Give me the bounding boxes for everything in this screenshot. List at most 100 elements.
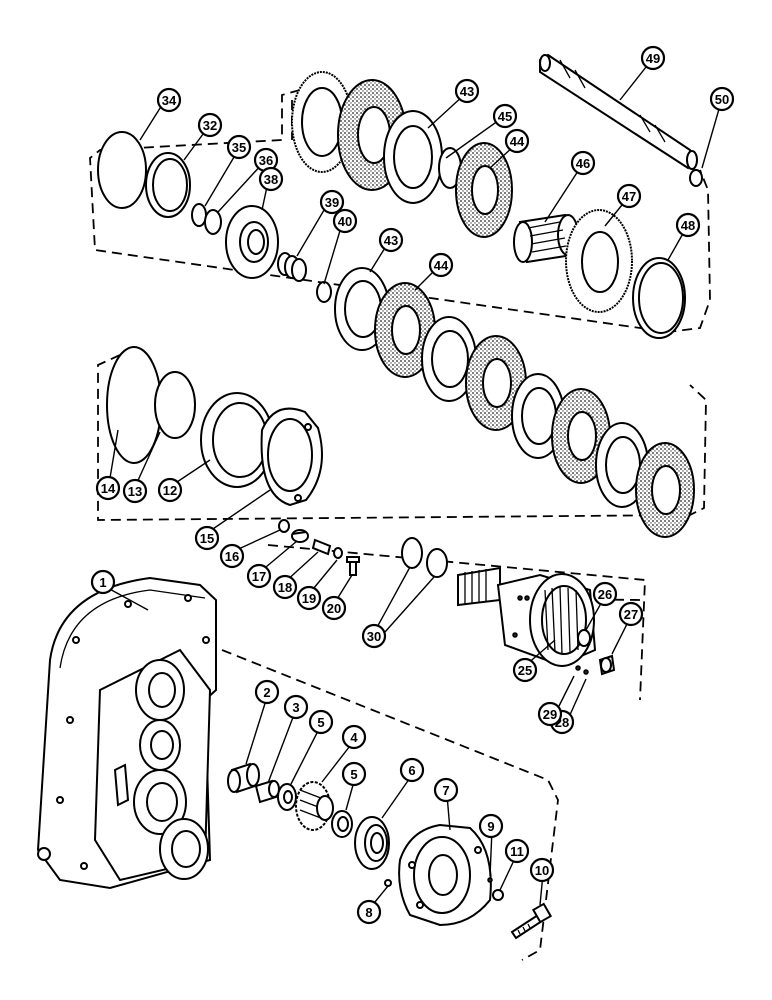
- callout-number: 45: [498, 109, 512, 124]
- callout-circle: [95, 475, 121, 501]
- callout-number: 35: [232, 140, 246, 155]
- ring-part-34: [97, 131, 147, 209]
- callout-circle: [197, 112, 223, 138]
- callout-number: 19: [302, 591, 316, 606]
- callout-c38: 38: [258, 166, 284, 192]
- callout-c4: 4: [341, 724, 367, 750]
- callout-number: 11: [510, 844, 524, 859]
- callout-circle: [194, 525, 220, 551]
- callout-number: 3: [292, 700, 299, 715]
- callout-number: 5: [317, 715, 324, 730]
- callout-c44a: 44: [504, 128, 530, 154]
- callout-number: 26: [598, 587, 612, 602]
- callout-c39: 39: [319, 189, 345, 215]
- callout-c15: 15: [194, 525, 220, 551]
- callout-c9: 9: [478, 813, 504, 839]
- callout-circle: [492, 103, 518, 129]
- callout-number: 6: [408, 763, 415, 778]
- callout-c50: 50: [709, 86, 735, 112]
- seal-part-12: [200, 392, 274, 488]
- callout-c32: 32: [197, 112, 223, 138]
- callout-circle: [254, 679, 280, 705]
- callout-circle: [433, 777, 459, 803]
- callout-c3: 3: [283, 694, 309, 720]
- callout-circle: [319, 189, 345, 215]
- callout-circle: [226, 134, 252, 160]
- callout-c43a: 43: [454, 78, 480, 104]
- callout-c13: 13: [122, 478, 148, 504]
- callout-circle: [156, 87, 182, 113]
- callout-number: 36: [259, 153, 273, 168]
- callout-c26: 26: [592, 581, 618, 607]
- callout-c36: 36: [253, 147, 279, 173]
- callout-circle: [618, 601, 644, 627]
- cover-part-7: [398, 823, 492, 927]
- callout-c29: 29: [537, 701, 563, 727]
- ring-part-13: [154, 371, 196, 439]
- callout-c40: 40: [332, 208, 358, 234]
- callout-circle: [512, 657, 538, 683]
- callout-c35: 35: [226, 134, 252, 160]
- callout-circle: [258, 166, 284, 192]
- callout-c8: 8: [356, 899, 382, 925]
- callout-c12: 12: [157, 477, 183, 503]
- callout-number: 13: [128, 484, 142, 499]
- callout-number: 30: [367, 629, 381, 644]
- callout-circle: [341, 724, 367, 750]
- callout-circle: [378, 227, 404, 253]
- callout-circle: [341, 761, 367, 787]
- callout-number: 44: [434, 258, 449, 273]
- callout-c16: 16: [219, 543, 245, 569]
- callout-number: 50: [715, 92, 729, 107]
- callout-circle: [361, 623, 387, 649]
- clutch-plates-upper: [291, 71, 513, 238]
- callout-number: 8: [365, 905, 372, 920]
- callout-number: 27: [624, 607, 638, 622]
- callout-c1: 1: [90, 569, 116, 595]
- callout-c45: 45: [492, 103, 518, 129]
- callout-number: 15: [200, 531, 214, 546]
- callout-number: 17: [252, 569, 266, 584]
- callout-c46: 46: [570, 150, 596, 176]
- plate-part-15: [260, 407, 323, 507]
- callout-number: 16: [225, 549, 239, 564]
- callout-circle: [570, 150, 596, 176]
- callout-c43b: 43: [378, 227, 404, 253]
- callout-c5a: 5: [308, 709, 334, 735]
- callout-number: 1: [99, 575, 106, 590]
- callout-c44b: 44: [428, 252, 454, 278]
- gear-part-4: [295, 781, 334, 831]
- callout-c48: 48: [675, 212, 701, 238]
- small-parts-26-29: [575, 629, 616, 676]
- callout-c2: 2: [254, 679, 280, 705]
- callout-number: 48: [681, 218, 695, 233]
- callout-circle: [537, 701, 563, 727]
- bushing-part-3: [254, 779, 280, 804]
- bearing-part-2: [227, 762, 260, 794]
- callout-number: 4: [350, 730, 358, 745]
- callout-number: 12: [163, 483, 177, 498]
- callout-number: 43: [384, 233, 398, 248]
- callout-c11: 11: [504, 838, 530, 864]
- callout-circle: [157, 477, 183, 503]
- callout-circle: [454, 78, 480, 104]
- callout-circle: [640, 45, 666, 71]
- callout-circle: [122, 478, 148, 504]
- callout-number: 43: [460, 84, 474, 99]
- callout-circle: [219, 543, 245, 569]
- callout-number: 46: [576, 156, 590, 171]
- callout-c19: 19: [296, 585, 322, 611]
- callout-number: 49: [646, 51, 660, 66]
- callout-number: 10: [535, 863, 549, 878]
- callout-number: 7: [442, 783, 449, 798]
- callout-number: 25: [518, 663, 532, 678]
- callout-circle: [504, 128, 530, 154]
- leader-lines: [105, 61, 722, 909]
- callout-number: 34: [162, 93, 177, 108]
- hub-part-46: [513, 213, 579, 264]
- callout-number: 47: [622, 189, 636, 204]
- callout-circle: [321, 595, 347, 621]
- housing-part-1: [36, 576, 217, 890]
- callout-c49: 49: [640, 45, 666, 71]
- drum-part-25: [457, 566, 597, 667]
